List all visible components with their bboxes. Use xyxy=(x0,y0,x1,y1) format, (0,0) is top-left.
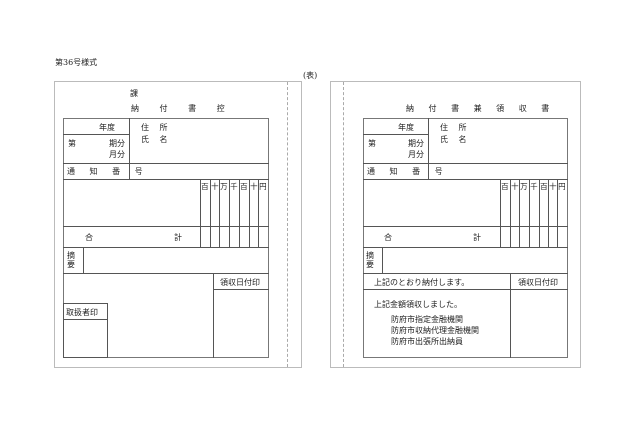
digit-label: 百 xyxy=(240,182,248,191)
summary-label: 摘要 xyxy=(67,251,75,269)
period-month: 月分 xyxy=(408,150,424,159)
period-term: 期分 xyxy=(408,139,424,148)
digit-label: 円 xyxy=(259,182,267,191)
dept-label: 課 xyxy=(130,89,138,98)
digit-label: 円 xyxy=(558,182,566,191)
total-label-left: 合 xyxy=(384,233,392,242)
period-prefix: 第 xyxy=(368,139,376,148)
period-month: 月分 xyxy=(109,150,125,159)
total-label-left: 合 xyxy=(85,233,93,242)
total-label-right: 計 xyxy=(174,233,182,242)
institution-agent: 防府市収納代理金融機関 xyxy=(391,326,479,335)
digit-label: 百 xyxy=(540,182,548,191)
handler-stamp-label: 取扱者印 xyxy=(66,308,98,317)
form-number: 第36号様式 xyxy=(55,58,98,67)
year-label: 年度 xyxy=(99,123,115,132)
digit-label: 千 xyxy=(530,182,538,191)
address-label: 住 所 xyxy=(440,123,471,132)
perforation-line xyxy=(343,82,344,367)
period-term: 期分 xyxy=(109,139,125,148)
received-statement: 上記金額領収しました。 xyxy=(374,300,462,309)
institution-designated: 防府市指定金融機関 xyxy=(391,315,463,324)
stub-title: 納 付 書 控 xyxy=(131,104,234,113)
perforation-line xyxy=(287,82,288,367)
digit-label: 百 xyxy=(201,182,209,191)
digit-label: 十 xyxy=(211,182,219,191)
receipt-title: 納 付 書 兼 領 収 書 xyxy=(406,104,556,113)
name-label: 氏 名 xyxy=(440,135,471,144)
year-label: 年度 xyxy=(398,123,414,132)
summary-label: 摘要 xyxy=(366,251,374,269)
digit-label: 千 xyxy=(230,182,238,191)
digit-label: 十 xyxy=(250,182,258,191)
pay-statement: 上記のとおり納付します。 xyxy=(374,278,470,287)
digit-label: 万 xyxy=(520,182,528,191)
notice-number-label: 通 知 番 号 xyxy=(67,167,149,176)
digit-label: 十 xyxy=(549,182,557,191)
digit-label: 百 xyxy=(501,182,509,191)
digit-label: 万 xyxy=(220,182,228,191)
period-prefix: 第 xyxy=(68,139,76,148)
address-label: 住 所 xyxy=(141,123,172,132)
receipt-stamp-label: 領収日付印 xyxy=(518,278,558,287)
name-label: 氏 名 xyxy=(141,135,172,144)
notice-number-label: 通 知 番 号 xyxy=(367,167,449,176)
total-label-right: 計 xyxy=(473,233,481,242)
receipt-stamp-label: 領収日付印 xyxy=(220,278,260,287)
digit-label: 十 xyxy=(511,182,519,191)
side-label: (表) xyxy=(303,71,318,80)
institution-branch: 防府市出張所出納員 xyxy=(391,337,463,346)
